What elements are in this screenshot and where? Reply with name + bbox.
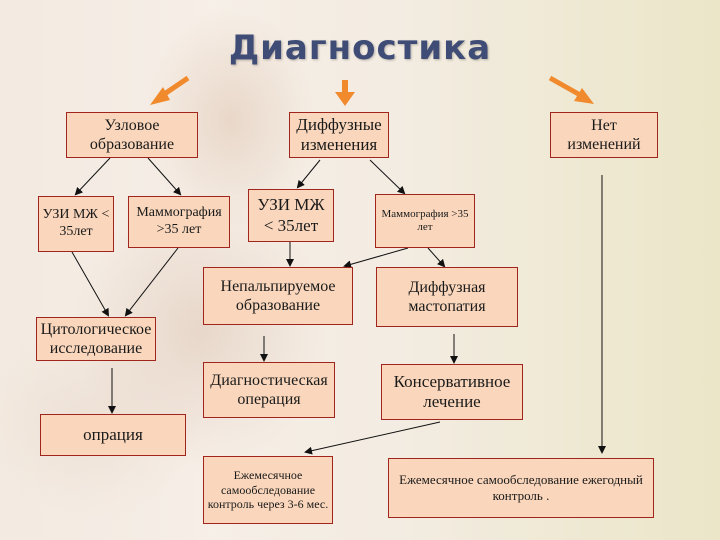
box-mammo-over35-mid: Маммография >35 лет <box>375 194 475 248</box>
box-operation: опрация <box>40 414 186 456</box>
box-monthly-control: Ежемесячное самообследование контроль че… <box>203 456 333 524</box>
arrow-nodular-to-mammo <box>147 157 182 196</box>
orange-arrow-left <box>150 75 190 105</box>
box-us-under35-left: УЗИ МЖ < 35лет <box>38 196 114 252</box>
arrow-treatment-to-monthly <box>304 421 441 455</box>
arrow-mammo-to-nonpalpable <box>343 247 409 269</box>
box-us-under35-mid: УЗИ МЖ < 35лет <box>248 189 334 242</box>
box-cytology: Цитологическое исследование <box>36 317 156 361</box>
arrow-mammo-to-mastopathy <box>427 247 446 268</box>
orange-arrow-right <box>548 75 594 104</box>
box-diagnostic-surgery: Диагностическая операция <box>203 362 335 418</box>
arrow-mammo-to-cytology <box>124 247 179 317</box>
orange-arrow-center <box>335 80 355 106</box>
box-diffuse-changes: Диффузные изменения <box>289 112 389 158</box>
arrow-us-to-cytology <box>71 251 109 317</box>
box-no-changes: Нет изменений <box>550 112 658 158</box>
box-diffuse-mastopathy: Диффузная мастопатия <box>376 267 518 327</box>
arrow-diffuse-to-mammo <box>369 159 406 195</box>
box-mammo-over35-left: Маммография >35 лет <box>128 196 230 248</box>
box-nonpalpable: Непальпируемое образование <box>203 267 353 325</box>
arrow-nodular-to-us <box>74 157 111 196</box>
page-title: Диагностика <box>228 28 492 68</box>
arrow-diffuse-to-us <box>296 159 321 189</box>
box-nodular: Узловое образование <box>66 112 198 158</box>
box-conservative-treatment: Консервативное лечение <box>381 364 523 420</box>
box-monthly-yearly: Ежемесячное самообследование ежегодный к… <box>388 458 654 518</box>
